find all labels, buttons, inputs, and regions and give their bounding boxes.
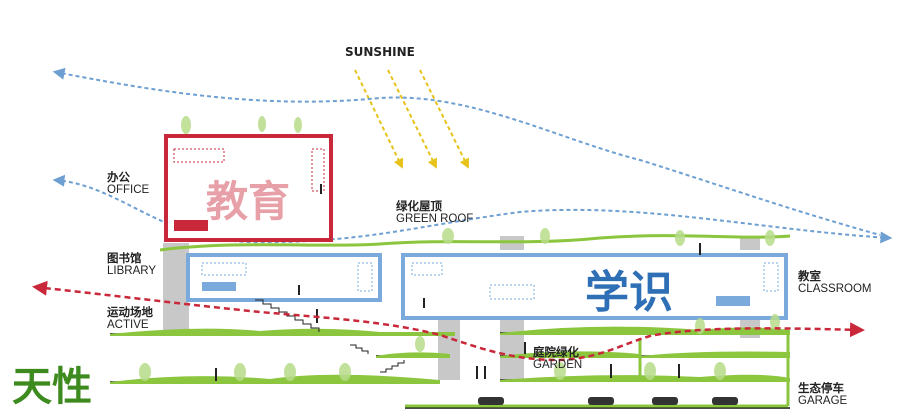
library-label-cn: 图书馆	[107, 251, 142, 265]
education-text: 教育	[206, 177, 291, 226]
active-label-cn: 运动场地	[107, 305, 153, 319]
cars	[478, 397, 738, 405]
sunshine-label: SUNSHINE	[345, 45, 415, 59]
library-label: 图书馆 LIBRARY	[107, 251, 157, 278]
garage-label-en: GARAGE	[798, 395, 848, 408]
active-label: 运动场地 ACTIVE	[107, 305, 153, 332]
garden-label: 庭院绿化 GARDEN	[533, 345, 583, 372]
green-roof-label-en: GREEN ROOF	[396, 213, 474, 226]
office-label-cn: 办公	[107, 170, 130, 184]
library-label-en: LIBRARY	[107, 265, 157, 278]
nature-text: 天性	[12, 364, 92, 410]
garden-frame	[405, 333, 790, 408]
green-roof	[159, 234, 791, 252]
activity-flow	[32, 280, 865, 362]
classroom-label-cn: 教室	[798, 269, 821, 283]
garden-label-en: GARDEN	[533, 359, 583, 372]
green-roof-label-cn: 绿化屋顶	[396, 199, 442, 213]
office-label: 办公 OFFICE	[107, 170, 150, 197]
green-roof-label: 绿化屋顶 GREEN ROOF	[396, 199, 474, 226]
learning-text: 学识	[585, 267, 673, 318]
garage-label-cn: 生态停车	[798, 381, 844, 395]
garden-label-cn: 庭院绿化	[533, 345, 579, 359]
active-label-en: ACTIVE	[107, 319, 149, 332]
sunshine-rays	[354, 69, 469, 169]
classroom-label-en: CLASSROOM	[798, 283, 872, 296]
office-block	[164, 134, 333, 242]
garage-label: 生态停车 GARAGE	[798, 381, 848, 408]
office-label-en: OFFICE	[107, 184, 150, 197]
library-block	[186, 253, 382, 302]
classroom-label: 教室 CLASSROOM	[798, 269, 872, 296]
